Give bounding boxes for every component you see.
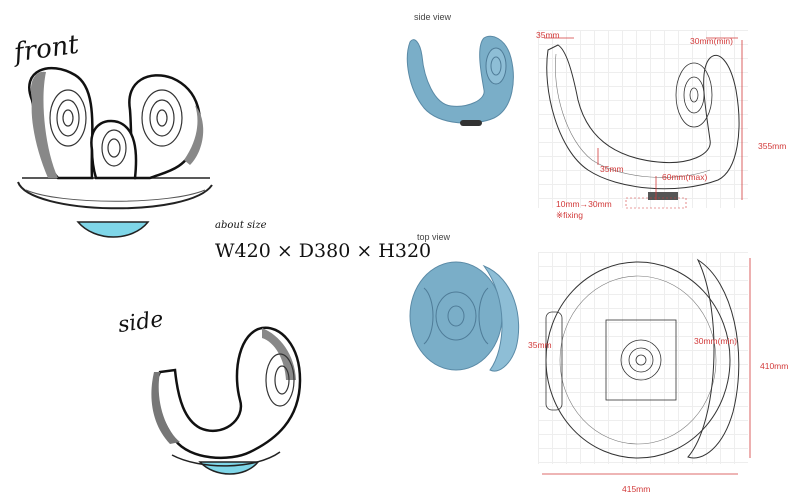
top-dim-right: 30mm(min) xyxy=(694,336,737,346)
side-dim-top-right: 30mm(min) xyxy=(690,36,733,46)
top-view-title: top view xyxy=(417,232,451,242)
side-view-render xyxy=(406,35,514,126)
side-view-drawing-grid xyxy=(538,30,748,208)
top-view-drawing xyxy=(542,258,751,475)
side-dim-top-left: 35mm xyxy=(536,30,560,40)
size-title: about size xyxy=(215,220,267,231)
front-sketch xyxy=(17,66,302,475)
side-view-drawing xyxy=(544,37,743,209)
side-dim-base-height: 60mm(max) xyxy=(662,172,708,182)
side-dim-height: 355mm xyxy=(758,141,787,151)
side-view-title: side view xyxy=(414,12,452,22)
side-dim-fix-note: ※fixing xyxy=(556,210,583,220)
top-dim-depth: 410mm xyxy=(760,361,789,371)
top-dim-left: 35mm xyxy=(528,340,552,350)
top-dim-width: 415mm xyxy=(622,484,651,494)
side-dim-fix-range: 10mm→30mm xyxy=(556,199,612,209)
side-dim-inner: 35mm xyxy=(600,164,624,174)
top-view-render xyxy=(409,261,520,372)
size-value: W420 × D380 × H320 xyxy=(215,240,432,262)
